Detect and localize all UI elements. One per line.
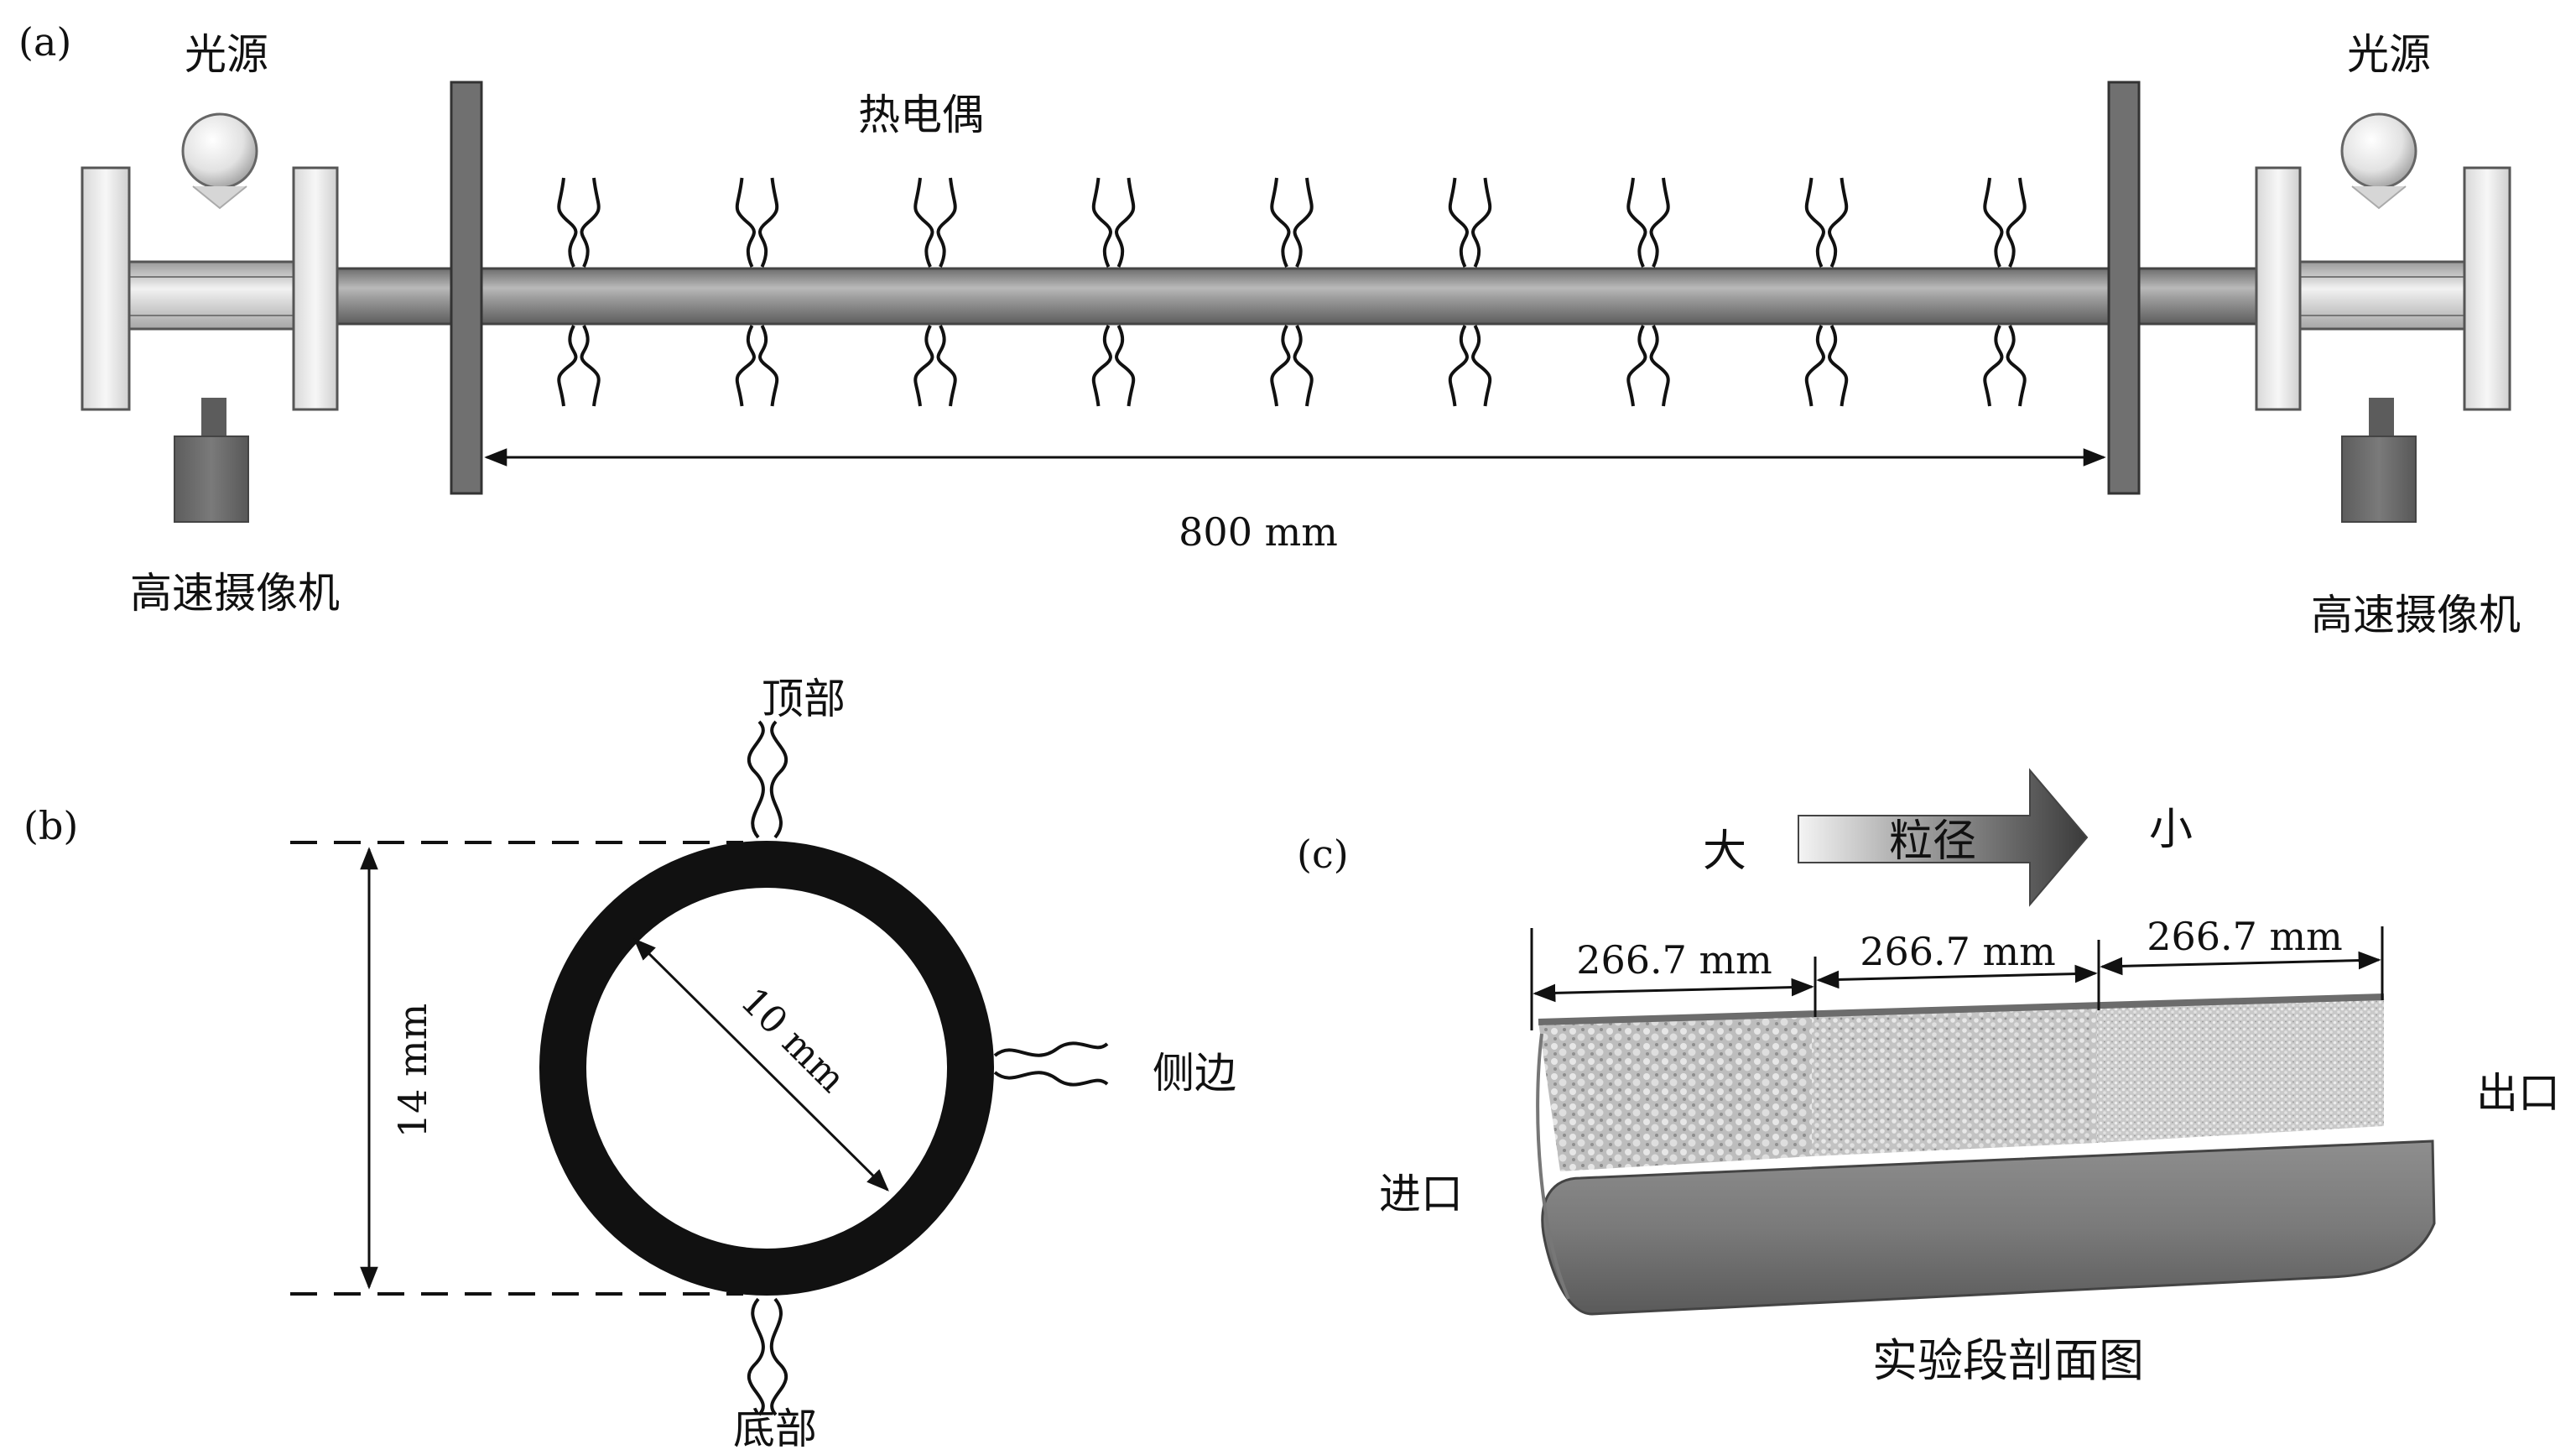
outer-diameter-label: 14 mm: [390, 1004, 435, 1138]
section-caption: 实验段剖面图: [1872, 1334, 2144, 1387]
thermocouple-wire-7-bottom-2: [1649, 325, 1670, 407]
thermocouple-wire-8-bottom-1: [1804, 325, 1825, 407]
right-light-source: [2340, 112, 2417, 210]
left-inner-flange: [292, 166, 339, 411]
thermocouple-wire-4-top-2: [1115, 177, 1136, 268]
inner-diameter-label: 10 mm: [732, 979, 854, 1101]
right-viewing-section: [2255, 166, 2511, 411]
thermocouple-wire-6-bottom-2: [1471, 325, 1492, 407]
right-camera: [2341, 398, 2417, 523]
side-wire-a: [993, 1041, 1109, 1057]
thermocouple-wire-7-top-2: [1649, 177, 1670, 268]
thermocouple-wire-9-bottom-2: [2006, 325, 2027, 407]
panel-a: (a): [18, 19, 2521, 639]
left-light-source: [181, 112, 258, 210]
bottom-label: 底部: [733, 1405, 817, 1452]
top-label: 顶部: [762, 675, 846, 723]
thermocouple-wire-3-bottom-1: [913, 325, 934, 407]
thermocouple-wire-4-bottom-1: [1091, 325, 1112, 407]
right-outer-flange: [2463, 166, 2511, 411]
thermocouple-wire-5-top-2: [1293, 177, 1314, 268]
right-end-plate: [2107, 81, 2141, 495]
thermocouple-wire-6-top-1: [1448, 177, 1469, 268]
thermocouple-wire-9-bottom-1: [1983, 325, 2004, 407]
thermocouple-wire-3-top-2: [936, 177, 957, 268]
camera-right-label: 高速摄像机: [2311, 591, 2521, 639]
thermocouple-wire-8-top-2: [1828, 177, 1849, 268]
thermocouple-wire-2-bottom-2: [758, 325, 779, 407]
inner-diameter-dimension: [633, 938, 889, 1192]
camera-left-label: 高速摄像机: [130, 569, 340, 618]
bottom-wire-b: [769, 1297, 788, 1416]
thermocouple-wire-3-top-1: [913, 177, 934, 268]
left-outer-flange: [81, 166, 131, 411]
thermocouple-wire-5-bottom-1: [1270, 325, 1291, 407]
thermocouple-wire-1-top-2: [580, 177, 601, 268]
panel-c-tag: (c): [1297, 832, 1349, 877]
side-wire-b: [993, 1071, 1109, 1087]
trough-back-edge: [1538, 993, 2385, 1025]
panel-b: (b) 14 mm 10 mm 顶部 侧边 底部: [23, 675, 1236, 1453]
thermocouple-wire-4-bottom-2: [1115, 325, 1136, 407]
left-viewing-section: [81, 166, 339, 411]
segment-2-label: 266.7 mm: [1860, 929, 2056, 974]
cross-section-thermocouples: [747, 720, 1109, 1416]
light-source-right-label: 光源: [2347, 30, 2431, 79]
thermocouple-wire-5-top-1: [1270, 177, 1291, 268]
main-pipe: [327, 267, 2293, 326]
thermocouple-wire-2-bottom-1: [735, 325, 756, 407]
particle-size-label: 粒径: [1889, 816, 1976, 867]
thermocouple-wire-9-top-2: [2006, 177, 2027, 268]
thermocouple-wire-5-bottom-2: [1293, 325, 1314, 407]
panel-a-tag: (a): [18, 19, 71, 65]
thermocouple-wire-7-bottom-1: [1626, 325, 1647, 407]
panel-c: (c) 大 粒径 小 266.7 mm 266.7 mm 266.7 mm 进口…: [1297, 768, 2560, 1387]
thermocouple-wire-1-bottom-2: [580, 325, 601, 407]
large-label: 大: [1703, 827, 1746, 877]
thermocouple-wire-6-top-2: [1471, 177, 1492, 268]
panel-b-tag: (b): [23, 803, 78, 848]
thermocouple-wire-9-top-1: [1983, 177, 2004, 268]
small-label: 小: [2149, 805, 2193, 855]
length-label: 800 mm: [1179, 509, 1338, 555]
trough-front-wall: [1541, 1139, 2436, 1316]
thermocouple-wire-4-top-1: [1091, 177, 1112, 268]
left-end-plate: [450, 81, 483, 495]
segment-3-label: 266.7 mm: [2147, 914, 2343, 959]
thermocouple-wire-2-top-2: [758, 177, 779, 268]
outlet-label: 出口: [2476, 1069, 2560, 1118]
particle-size-arrow: [1798, 768, 2089, 907]
thermocouple-wire-1-bottom-1: [557, 325, 578, 407]
segment-1-label: 266.7 mm: [1576, 937, 1772, 983]
deposit-region-large: [1538, 1014, 1812, 1171]
segment-dimensions: [1530, 926, 2384, 1030]
thermocouple-label: 热电偶: [858, 91, 984, 139]
tube-cross-section: [539, 841, 994, 1296]
thermocouple-wire-8-bottom-2: [1828, 325, 1849, 407]
inlet-label: 进口: [1379, 1170, 1463, 1218]
thermocouple-wire-3-bottom-2: [936, 325, 957, 407]
side-label: 侧边: [1153, 1049, 1236, 1098]
top-wire-b: [769, 720, 788, 839]
light-source-left-label: 光源: [185, 30, 268, 79]
thermocouple-wire-6-bottom-1: [1448, 325, 1469, 407]
deposit-region-medium: [1812, 1005, 2097, 1156]
left-camera: [174, 398, 249, 523]
thermocouple-wire-2-top-1: [735, 177, 756, 268]
right-inner-flange: [2255, 166, 2302, 411]
thermocouple-wire-8-top-1: [1804, 177, 1825, 268]
thermocouple-group: [557, 177, 2027, 407]
bottom-wire-a: [747, 1297, 765, 1416]
thermocouple-wire-1-top-1: [557, 177, 578, 268]
deposit-region-small: [2097, 997, 2384, 1143]
top-wire-a: [747, 720, 765, 839]
thermocouple-wire-7-top-1: [1626, 177, 1647, 268]
